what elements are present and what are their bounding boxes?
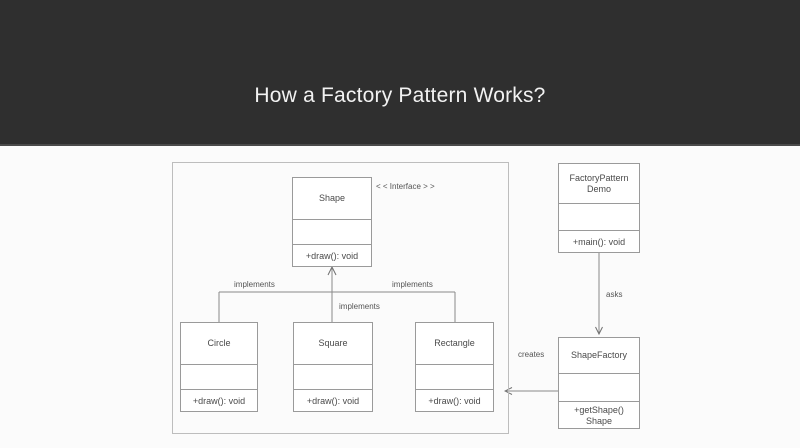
uml-class-shape-name: Shape (293, 178, 371, 220)
uml-class-factorypatterndemo[interactable]: FactoryPattern Demo +main(): void (558, 163, 640, 253)
uml-class-circle-name: Circle (181, 323, 257, 365)
uml-class-rectangle-name: Rectangle (416, 323, 493, 365)
uml-class-circle[interactable]: Circle +draw(): void (180, 322, 258, 412)
edge-label-creates: creates (516, 350, 547, 360)
uml-class-square-name: Square (294, 323, 372, 365)
uml-class-shape-methods: +draw(): void (305, 250, 359, 261)
edge-label-implements-square: implements (337, 302, 382, 312)
interface-stereotype-label: < < Interface > > (376, 182, 435, 191)
uml-class-rectangle-attributes (416, 365, 493, 390)
uml-class-square[interactable]: Square +draw(): void (293, 322, 373, 412)
page-title: How a Factory Pattern Works? (254, 84, 546, 107)
uml-class-circle-methods: +draw(): void (192, 395, 246, 406)
uml-class-shape-attributes (293, 220, 371, 245)
uml-class-shapefactory[interactable]: ShapeFactory +getShape() Shape (558, 337, 640, 429)
diagram-connectors (218, 253, 800, 448)
uml-class-square-methods: +draw(): void (306, 395, 360, 406)
diagram-canvas: Shape +draw(): void < < Interface > > Ci… (0, 146, 800, 448)
shape-hierarchy-container (172, 162, 509, 434)
uml-class-shapefactory-attributes (559, 374, 639, 402)
uml-class-shapefactory-methods: +getShape() Shape (574, 404, 624, 426)
uml-class-factorypatterndemo-name: FactoryPattern Demo (559, 164, 639, 204)
edge-label-asks: asks (604, 290, 625, 300)
uml-class-factorypatterndemo-methods: +main(): void (572, 236, 626, 247)
edge-label-implements-rectangle: implements (390, 280, 435, 290)
uml-class-circle-attributes (181, 365, 257, 390)
slide-header: How a Factory Pattern Works? (0, 0, 800, 146)
uml-class-rectangle-methods: +draw(): void (428, 395, 481, 406)
uml-class-shape[interactable]: Shape +draw(): void (292, 177, 372, 267)
uml-class-rectangle[interactable]: Rectangle +draw(): void (415, 322, 494, 412)
edge-label-implements-circle: implements (232, 280, 277, 290)
uml-class-square-attributes (294, 365, 372, 390)
uml-class-shapefactory-name: ShapeFactory (559, 338, 639, 374)
uml-class-factorypatterndemo-attributes (559, 204, 639, 231)
